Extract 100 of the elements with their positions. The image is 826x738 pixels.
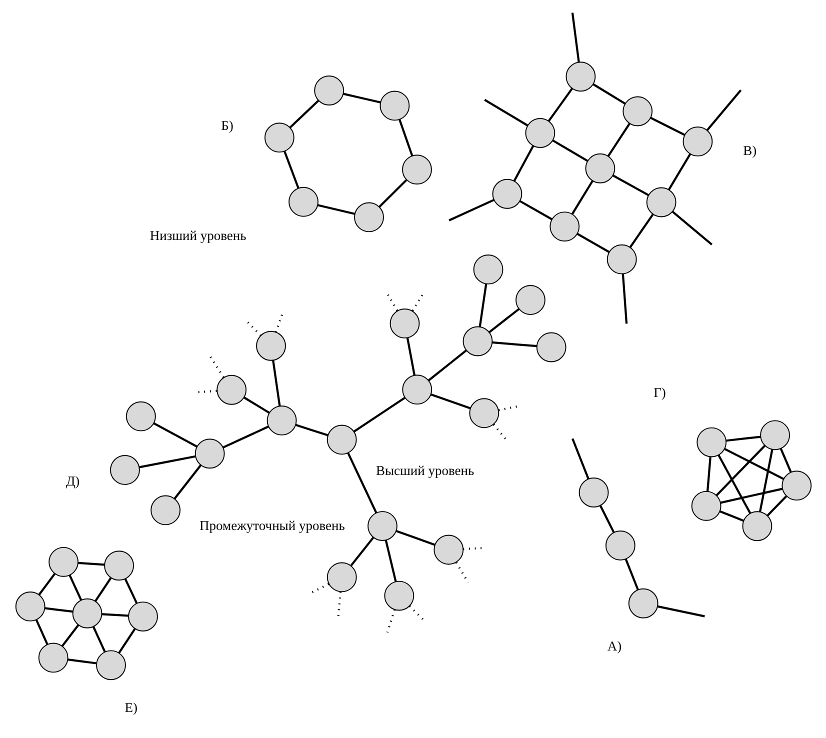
connector xyxy=(724,448,784,480)
connector xyxy=(719,510,744,522)
node-circle xyxy=(150,495,180,526)
connector xyxy=(60,624,79,647)
node-circle xyxy=(128,602,158,632)
connector xyxy=(667,154,691,190)
connector xyxy=(38,573,56,596)
node-circle xyxy=(578,478,608,508)
node-circle xyxy=(104,550,134,581)
connector xyxy=(512,145,534,182)
node-circle xyxy=(266,405,296,436)
node-circle xyxy=(565,62,596,92)
node-circle xyxy=(314,76,344,106)
node-circle xyxy=(696,427,726,458)
connector xyxy=(671,210,712,246)
node-circle xyxy=(256,330,286,361)
connector xyxy=(173,464,202,500)
connector xyxy=(624,558,638,590)
connector xyxy=(101,613,128,617)
label: Д) xyxy=(65,473,80,488)
connector xyxy=(454,562,469,584)
connector xyxy=(342,92,380,104)
node-circle xyxy=(492,178,522,209)
connector xyxy=(294,424,328,436)
connector xyxy=(766,496,787,516)
node-circle xyxy=(622,96,652,126)
connector xyxy=(34,620,48,645)
node-circle xyxy=(354,202,384,232)
connector xyxy=(406,338,415,376)
node-circle xyxy=(125,401,156,432)
connector xyxy=(274,312,284,333)
connector xyxy=(427,349,467,382)
connector xyxy=(378,179,407,208)
node-circle xyxy=(194,438,224,469)
connector xyxy=(720,488,782,504)
label: А) xyxy=(606,638,622,654)
node-circle xyxy=(326,424,356,455)
node-circle xyxy=(379,90,410,121)
connector xyxy=(316,204,355,215)
node-circle xyxy=(584,153,615,184)
connector xyxy=(717,454,751,514)
node-circle xyxy=(14,592,45,622)
node-circle xyxy=(682,126,712,156)
connector xyxy=(384,540,396,582)
node-circle xyxy=(326,562,356,592)
connector xyxy=(547,88,572,122)
label: Низший уровень xyxy=(149,228,246,243)
connector xyxy=(715,444,766,496)
node-circle xyxy=(96,650,126,680)
connector xyxy=(657,605,704,618)
node-circle xyxy=(536,332,566,362)
connector xyxy=(395,530,435,546)
node-circle xyxy=(389,308,420,338)
connector xyxy=(398,119,413,156)
node-circle xyxy=(264,122,294,153)
connector xyxy=(726,436,760,442)
node-circle xyxy=(606,244,636,274)
connector xyxy=(283,150,299,189)
connector xyxy=(94,577,112,602)
connector xyxy=(209,356,224,378)
connector xyxy=(606,123,630,157)
connector xyxy=(430,393,470,410)
node-circle xyxy=(646,187,676,218)
connector xyxy=(628,214,654,248)
connector xyxy=(67,658,96,664)
node-circle xyxy=(384,580,414,611)
connector xyxy=(488,308,520,334)
node-circle xyxy=(515,285,545,315)
connector xyxy=(570,180,593,214)
node-circle xyxy=(38,642,68,673)
node-circle xyxy=(288,186,318,217)
node-circle xyxy=(781,470,812,501)
connector xyxy=(118,628,136,654)
node-circle xyxy=(690,490,721,521)
node-circle xyxy=(402,154,432,185)
node-circle xyxy=(468,398,499,428)
node-circle xyxy=(604,530,635,560)
node-circle xyxy=(402,374,432,405)
node-circle xyxy=(72,598,102,628)
label: Б) xyxy=(220,118,233,134)
label: Е) xyxy=(124,700,138,716)
connector xyxy=(462,546,484,550)
connector xyxy=(571,438,589,480)
connector xyxy=(243,396,270,414)
connector xyxy=(68,574,82,601)
connector xyxy=(124,578,138,604)
label: Г) xyxy=(653,384,666,400)
connector xyxy=(706,457,711,492)
node-circle xyxy=(742,511,772,542)
node-circle xyxy=(472,254,503,284)
node-circle xyxy=(110,455,140,485)
node-circle xyxy=(48,546,78,577)
connector xyxy=(621,274,628,324)
connector xyxy=(478,284,487,327)
connector xyxy=(570,12,580,62)
node-circle xyxy=(549,212,580,242)
connector xyxy=(576,232,610,253)
connector xyxy=(592,83,626,105)
connector xyxy=(448,198,494,222)
connector xyxy=(650,116,685,136)
